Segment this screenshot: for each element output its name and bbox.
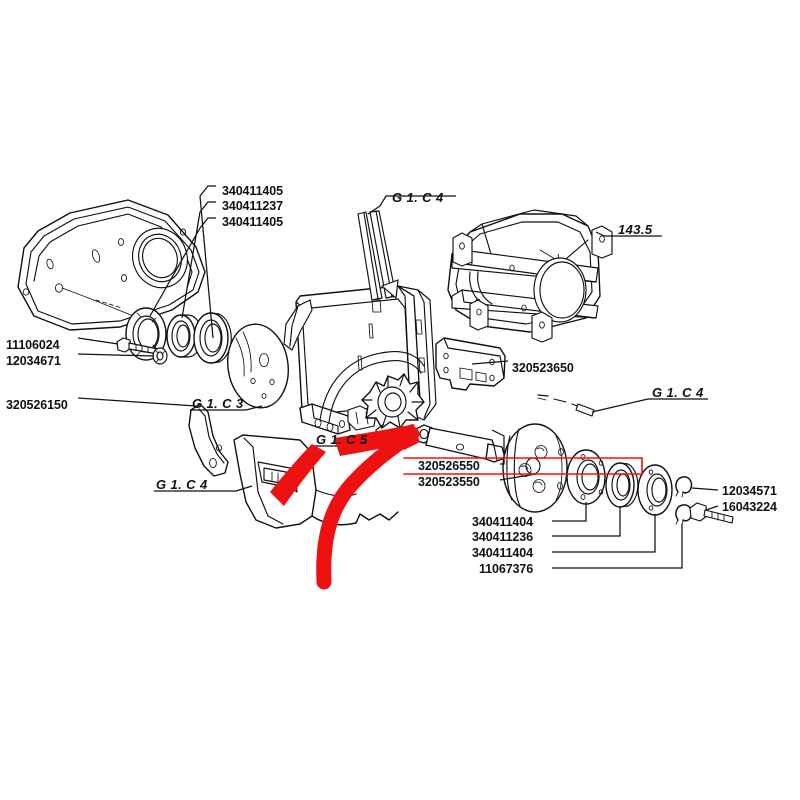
ref-g1c5: G 1. C 5 bbox=[316, 432, 368, 447]
red-highlight-box bbox=[403, 457, 643, 475]
clutch-disc-part bbox=[227, 323, 289, 409]
blower-housing-part bbox=[447, 209, 613, 343]
label-340411405-top: 340411405 bbox=[222, 184, 283, 198]
hub-flange-right-part bbox=[637, 464, 673, 516]
ref-g1c4-top: G 1. C 4 bbox=[392, 190, 444, 205]
lever-320526150-part bbox=[188, 403, 229, 477]
label-320523650: 320523650 bbox=[512, 361, 574, 375]
label-16043224: 16043224 bbox=[722, 500, 777, 514]
label-340411404-b: 340411404 bbox=[472, 546, 533, 560]
label-340411405-mid: 340411405 bbox=[222, 215, 283, 229]
label-340411237: 340411237 bbox=[222, 199, 283, 213]
rod-g1c4-part bbox=[537, 394, 595, 417]
bolt-16043224-part bbox=[689, 502, 734, 524]
red-curved-arrow bbox=[270, 424, 420, 590]
ref-143-5: 143.5 bbox=[618, 222, 653, 237]
ref-g1c4-right: G 1. C 4 bbox=[652, 385, 704, 400]
label-340411404-a: 340411404 bbox=[472, 515, 533, 529]
label-12034571: 12034571 bbox=[722, 484, 777, 498]
belt-arc-part bbox=[319, 351, 425, 423]
label-320523550-highlighted: 320523550 bbox=[418, 475, 480, 489]
label-11106024: 11106024 bbox=[6, 338, 60, 352]
ref-g1c3: G 1. C 3 bbox=[192, 396, 244, 411]
leader-lines bbox=[77, 185, 719, 569]
label-11067376: 11067376 bbox=[479, 562, 534, 576]
label-12034671: 12034671 bbox=[6, 354, 61, 368]
gearbox-cover-part bbox=[17, 199, 206, 331]
label-320526150: 320526150 bbox=[6, 398, 68, 412]
label-320526550-highlighted: 320526550 bbox=[418, 459, 480, 473]
fan-gear-part bbox=[361, 373, 425, 429]
label-340411236: 340411236 bbox=[472, 530, 533, 544]
ref-g1c4-lower-left: G 1. C 4 bbox=[156, 477, 208, 492]
